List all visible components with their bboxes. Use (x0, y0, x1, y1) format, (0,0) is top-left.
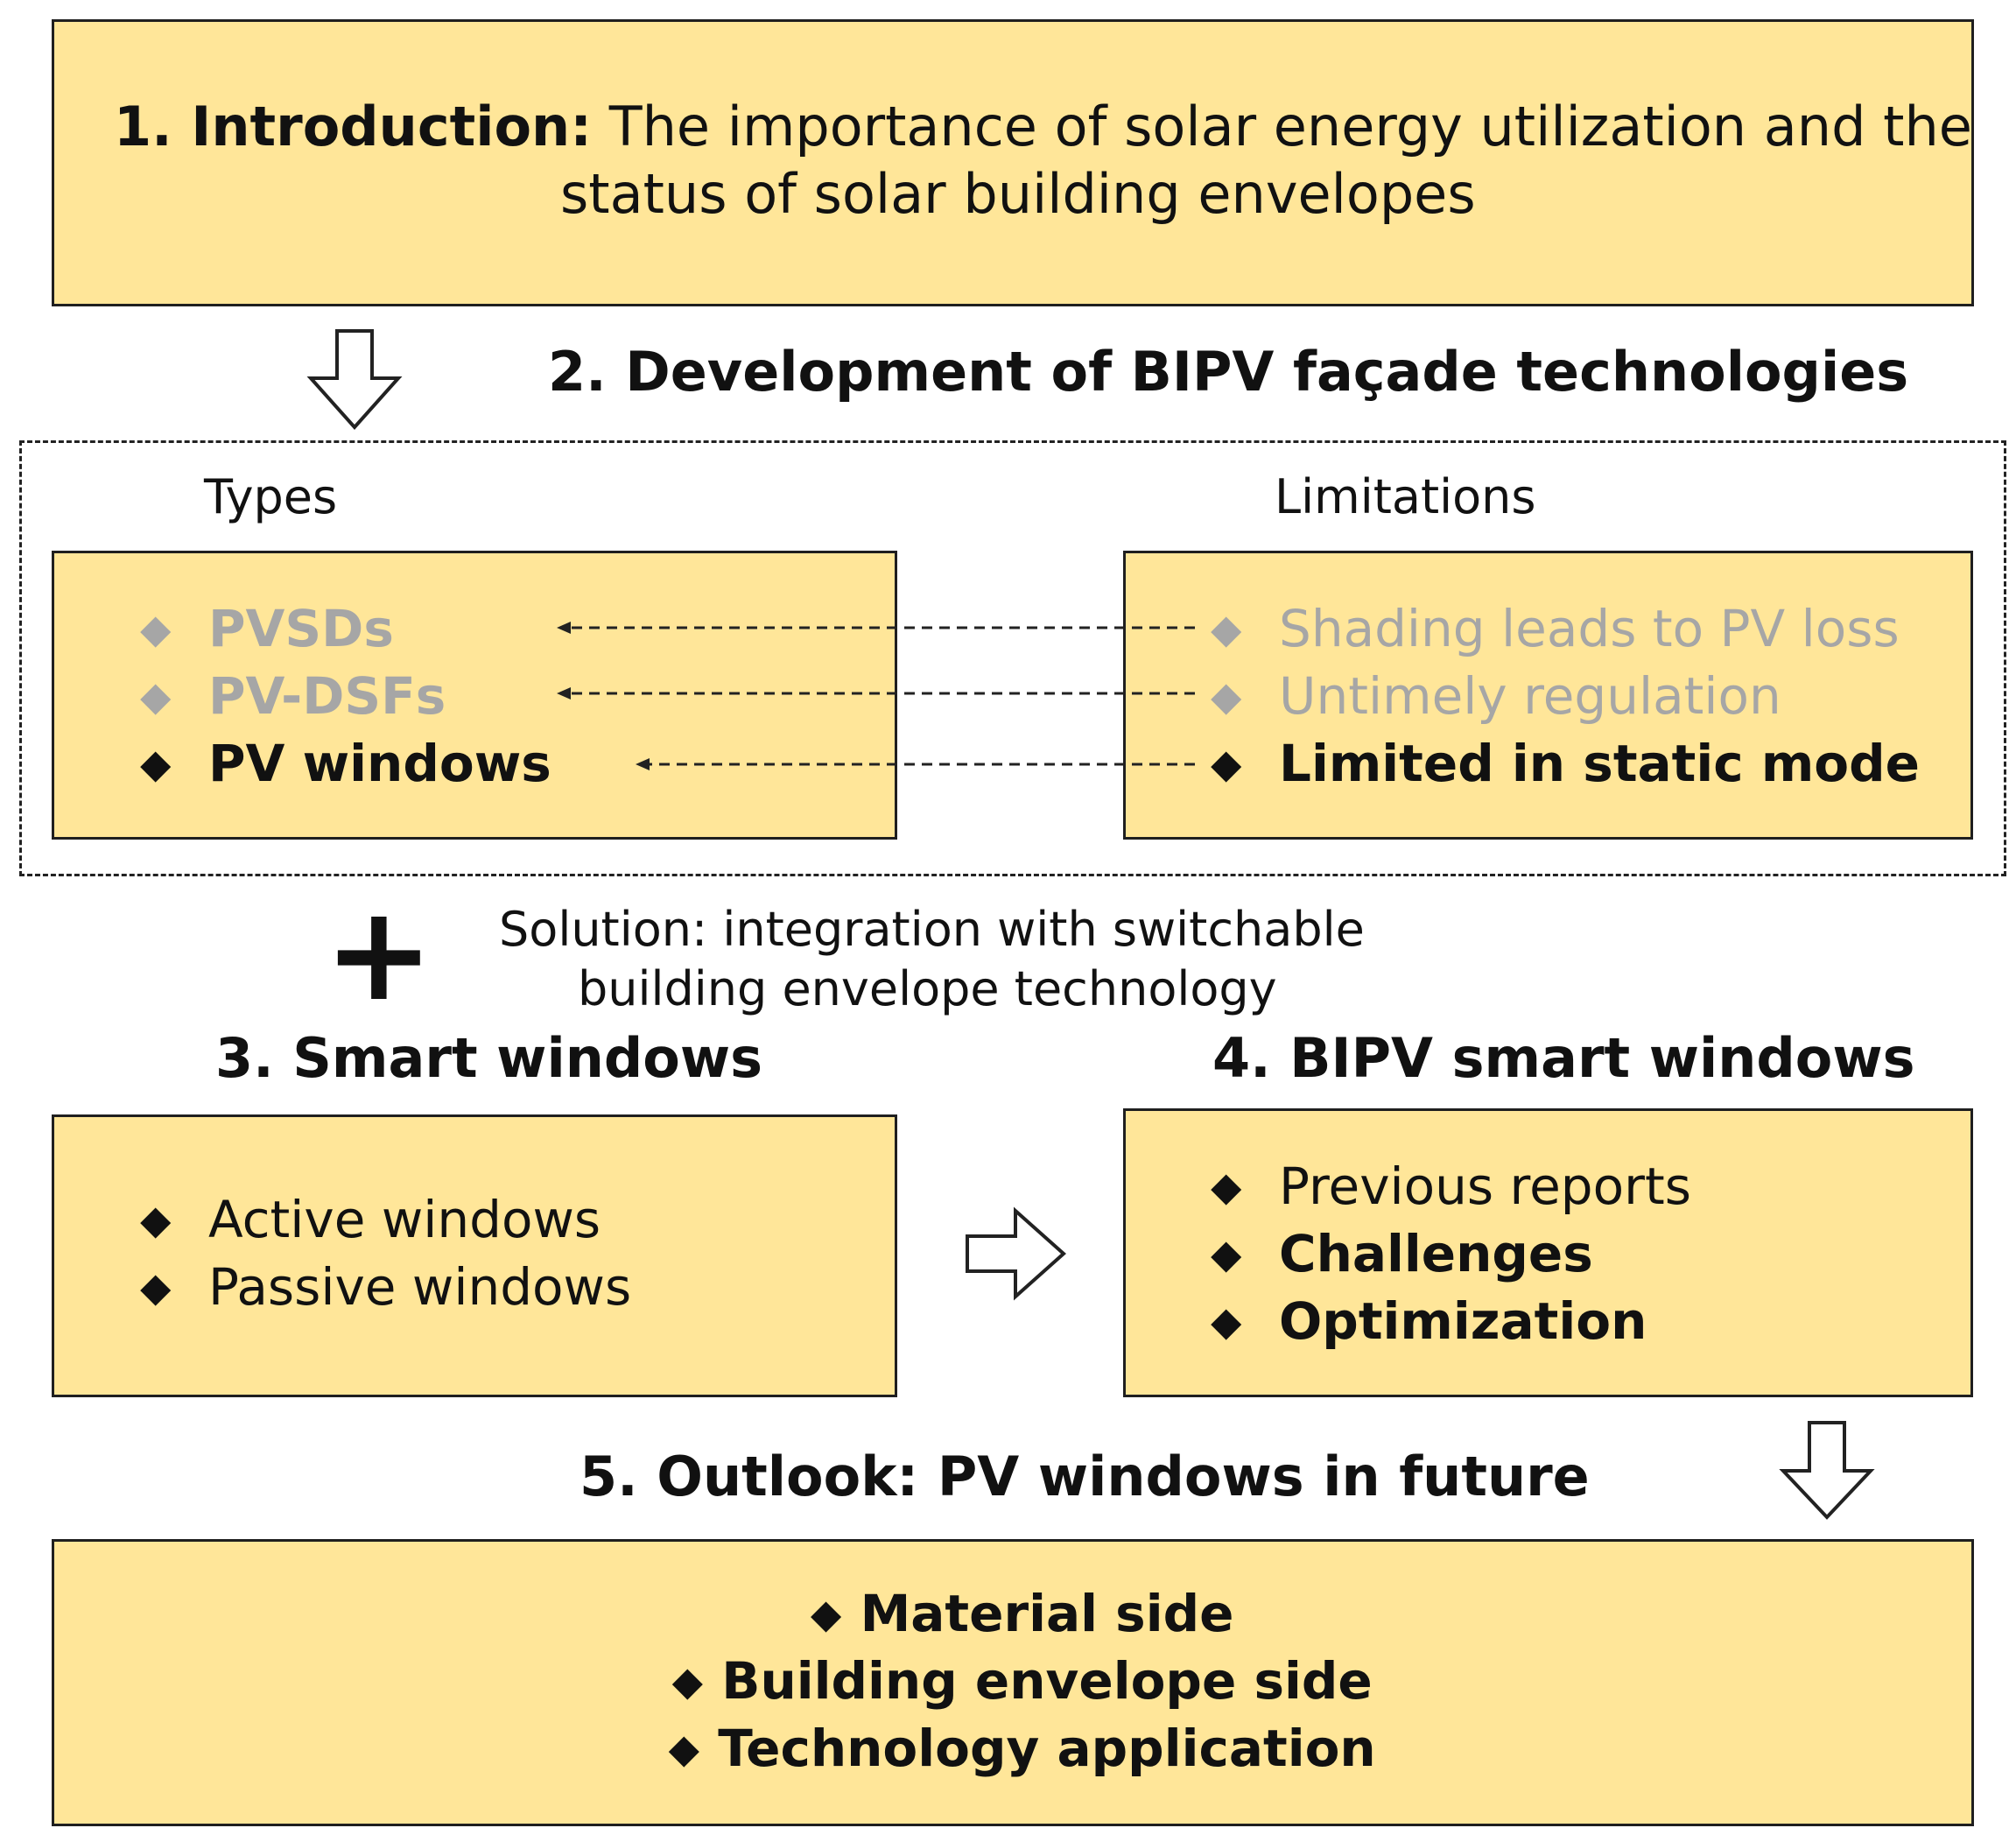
outlook-label: Material side (860, 1583, 1234, 1643)
section4-title: 4. BIPV smart windows (1212, 1026, 1915, 1090)
intro-line-1: 1. Introduction: The importance of solar… (114, 95, 1972, 158)
diamond-bullet-icon: ◆ (671, 1656, 703, 1705)
plus-icon: + (324, 878, 434, 1030)
outlook-box (52, 1539, 1974, 1826)
down-arrow-icon (306, 329, 403, 431)
limitations-heading: Limitations (1275, 469, 1536, 524)
limitations-list: ◆ Shading leads to PV loss ◆ Untimely re… (1211, 594, 1920, 797)
section5-title: 5. Outlook: PV windows in future (580, 1445, 1590, 1508)
limitation-item-shading: ◆ Shading leads to PV loss (1211, 594, 1920, 662)
diamond-bullet-icon: ◆ (1211, 1162, 1242, 1210)
outlook-label: Technology application (718, 1718, 1376, 1778)
outlook-item-material: ◆ Material side (52, 1579, 1974, 1647)
bipv-item-optimization: ◆ Optimization (1211, 1287, 1691, 1354)
bipv-item-challenges: ◆ Challenges (1211, 1220, 1691, 1287)
smart-window-item-active: ◆ Active windows (140, 1185, 631, 1253)
diamond-bullet-icon: ◆ (140, 1195, 172, 1243)
limitation-label: Untimely regulation (1279, 665, 1781, 726)
limitation-label: Limited in static mode (1279, 733, 1920, 793)
diamond-bullet-icon: ◆ (1211, 1297, 1242, 1345)
diamond-bullet-icon: ◆ (1211, 739, 1242, 787)
type-label: PVSDs (208, 598, 394, 658)
smart-windows-list: ◆ Active windows ◆ Passive windows (140, 1185, 631, 1320)
section3-title: 3. Smart windows (215, 1026, 762, 1090)
right-arrow-icon (966, 1206, 1067, 1301)
down-arrow-icon (1779, 1421, 1875, 1520)
type-item-pvsds: ◆ PVSDs (140, 594, 551, 662)
outlook-item-envelope: ◆ Building envelope side (52, 1647, 1974, 1714)
limitations-box (1123, 551, 1973, 840)
outlook-item-technology: ◆ Technology application (52, 1714, 1974, 1782)
types-heading: Types (204, 469, 338, 524)
outlook-list: ◆ Material side ◆ Building envelope side… (52, 1579, 1974, 1782)
bipv-item-label: Optimization (1279, 1290, 1647, 1351)
intro-line-2: status of solar building envelopes (560, 162, 1476, 226)
technologies-frame (19, 440, 2006, 876)
limitation-item-static-mode: ◆ Limited in static mode (1211, 729, 1920, 797)
diamond-bullet-icon: ◆ (668, 1724, 699, 1772)
bipv-smart-windows-list: ◆ Previous reports ◆ Challenges ◆ Optimi… (1211, 1152, 1691, 1354)
type-item-pv-windows: ◆ PV windows (140, 729, 551, 797)
type-item-pv-dsfs: ◆ PV-DSFs (140, 662, 551, 729)
type-label: PV-DSFs (208, 665, 446, 726)
diamond-bullet-icon: ◆ (1211, 604, 1242, 652)
bipv-item-previous-reports: ◆ Previous reports (1211, 1152, 1691, 1220)
section2-title: 2. Development of BIPV façade technologi… (548, 340, 1909, 404)
type-label: PV windows (208, 733, 551, 793)
smart-window-label: Passive windows (208, 1256, 632, 1317)
diamond-bullet-icon: ◆ (810, 1589, 842, 1637)
bipv-item-label: Challenges (1279, 1223, 1593, 1283)
arrowhead-icon (557, 622, 571, 634)
diamond-bullet-icon: ◆ (1211, 1229, 1242, 1277)
bipv-item-label: Previous reports (1279, 1156, 1691, 1216)
arrowhead-icon (557, 687, 571, 700)
diamond-bullet-icon: ◆ (140, 739, 172, 787)
solution-line-1: Solution: integration with switchable (499, 902, 1365, 957)
types-list: ◆ PVSDs ◆ PV-DSFs ◆ PV windows (140, 594, 551, 797)
diamond-bullet-icon: ◆ (140, 1262, 172, 1311)
outlook-label: Building envelope side (721, 1650, 1373, 1711)
smart-windows-box (52, 1114, 897, 1397)
smart-window-item-passive: ◆ Passive windows (140, 1253, 631, 1320)
arrowhead-icon (636, 758, 650, 770)
types-box (52, 551, 897, 840)
limitation-label: Shading leads to PV loss (1279, 598, 1900, 658)
diamond-bullet-icon: ◆ (1211, 671, 1242, 720)
intro-box (52, 19, 1974, 306)
solution-line-2: building envelope technology (578, 961, 1277, 1016)
bipv-smart-windows-box (1123, 1108, 1973, 1397)
diamond-bullet-icon: ◆ (140, 604, 172, 652)
intro-lead: 1. Introduction: (114, 95, 592, 158)
smart-window-label: Active windows (208, 1189, 601, 1249)
diamond-bullet-icon: ◆ (140, 671, 172, 720)
limitation-item-regulation: ◆ Untimely regulation (1211, 662, 1920, 729)
intro-text: The importance of solar energy utilizati… (591, 95, 1972, 158)
